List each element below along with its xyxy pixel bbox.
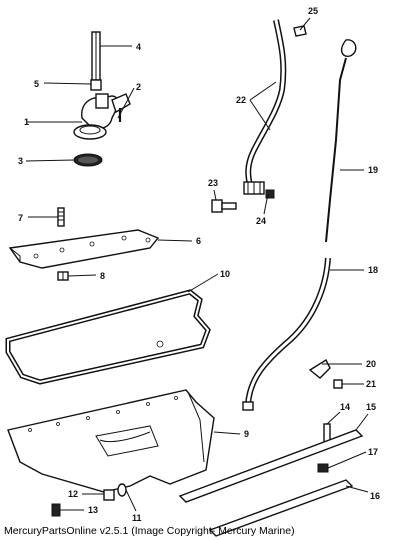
callout-24: 24: [256, 216, 266, 226]
callout-7: 7: [18, 213, 23, 223]
bolt-21-part: [333, 379, 343, 389]
callout-2: 2: [136, 82, 141, 92]
callout-20: 20: [366, 359, 376, 369]
nut-part: [57, 271, 69, 281]
oil-pan-gasket-part: [5, 289, 211, 385]
callout-labels: 1 2 3 4 5 6 7 8 9 10 11 12 13 14 15 16 1…: [18, 6, 380, 523]
callout-8: 8: [100, 271, 105, 281]
oil-pump-part: [73, 93, 131, 140]
callout-16: 16: [370, 491, 380, 501]
callout-6: 6: [196, 236, 201, 246]
rear-seal-part: [208, 479, 354, 537]
callout-15: 15: [366, 402, 376, 412]
drain-plug-part: [103, 489, 115, 501]
bolt-part: [211, 199, 237, 213]
oil-pan-part: [7, 389, 215, 493]
dipstick-part: [325, 39, 357, 243]
callout-25: 25: [308, 6, 318, 16]
callout-4: 4: [136, 42, 141, 52]
side-gasket-part: [178, 429, 364, 503]
callout-1: 1: [24, 117, 29, 127]
bracket-part: [308, 358, 331, 379]
callout-23: 23: [208, 178, 218, 188]
callout-18: 18: [368, 265, 378, 275]
callout-11: 11: [132, 513, 142, 523]
stud-part: [57, 207, 65, 227]
callout-17: 17: [368, 447, 378, 457]
dipstick-tube-part: [243, 19, 287, 195]
nut-17-part: [317, 463, 329, 473]
callout-19: 19: [368, 165, 378, 175]
pickup-tube-part: [91, 31, 101, 81]
windage-tray-part: [8, 229, 160, 269]
callout-22: 22: [236, 95, 246, 105]
callout-3: 3: [18, 156, 23, 166]
nut-24-part: [265, 189, 275, 199]
clip-part: [293, 25, 307, 37]
washer-part: [117, 483, 127, 497]
copyright-caption: MercuryPartsOnline v2.5.1 (Image Copyrig…: [4, 525, 295, 537]
lower-dipstick-tube-part: [242, 257, 331, 411]
callout-12: 12: [68, 489, 78, 499]
leader-lines: [25, 17, 369, 512]
callout-5: 5: [34, 79, 39, 89]
callout-13: 13: [88, 505, 98, 515]
callout-9: 9: [244, 429, 249, 439]
callout-14: 14: [340, 402, 350, 412]
sleeve-part: [90, 79, 102, 91]
callout-21: 21: [366, 379, 376, 389]
pump-screen-part: [73, 153, 103, 167]
screw-part: [51, 503, 61, 517]
callout-10: 10: [220, 269, 230, 279]
